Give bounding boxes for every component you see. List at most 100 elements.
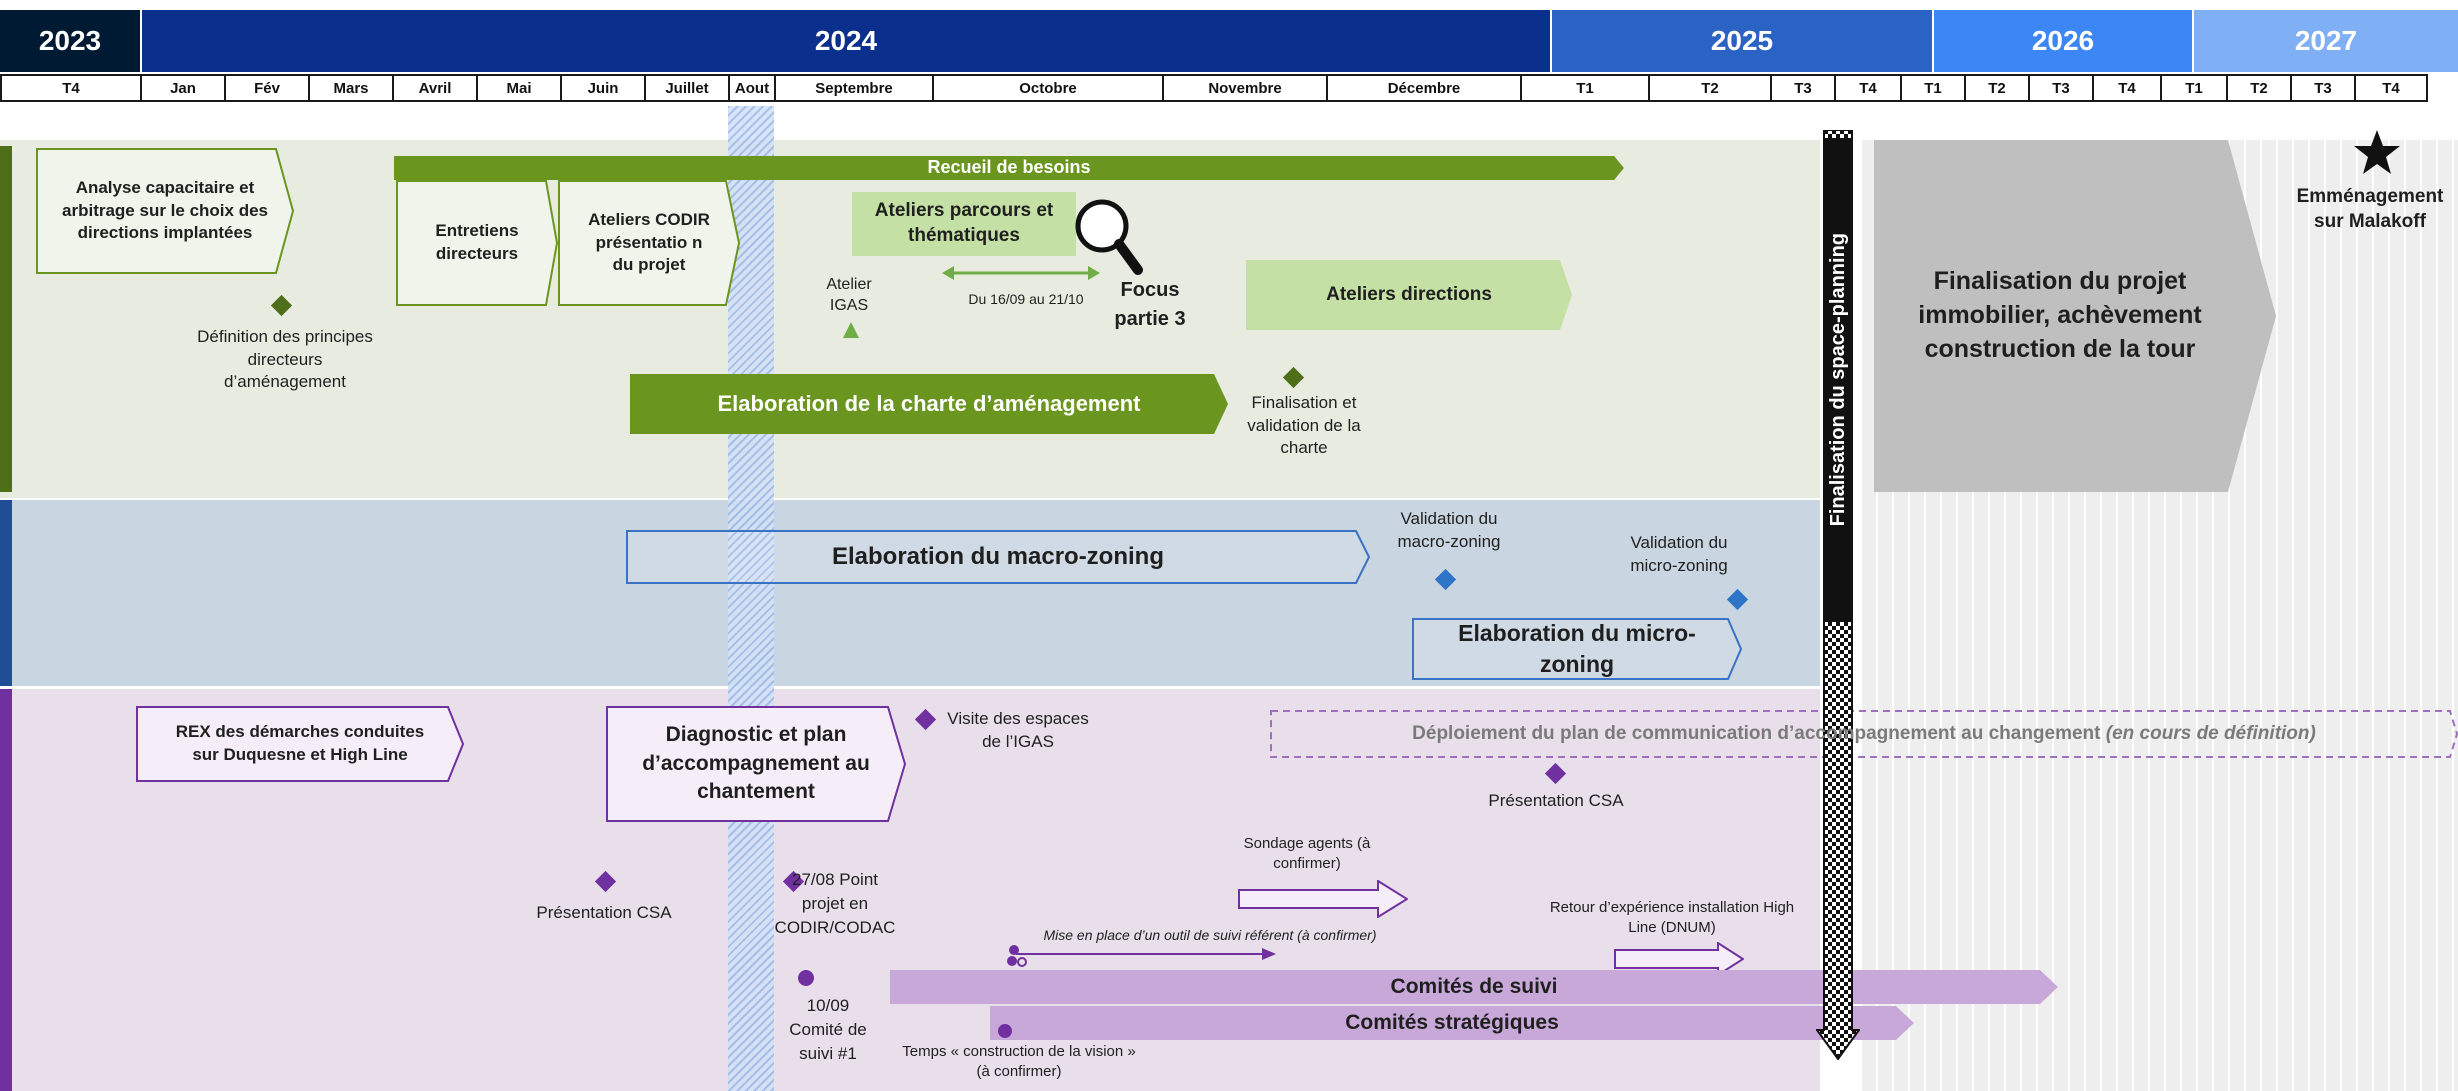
- visite-label: Visite des espaces de l’IGAS: [947, 709, 1089, 751]
- period-19: T3: [2030, 74, 2094, 102]
- mise-en-place-label: Mise en place d’un outil de suivi référe…: [980, 926, 1440, 945]
- comites-strategiques-label: Comités stratégiques: [1345, 1011, 1559, 1035]
- period-1: Jan: [142, 74, 226, 102]
- chevron-shape: [1246, 260, 1572, 330]
- du-1609-label: Du 16/09 au 21/10: [968, 291, 1084, 307]
- chevron-shape: [36, 148, 294, 274]
- year-2024: 2024: [142, 10, 1552, 72]
- emmenagement-label: Emménagement sur Malakoff: [2296, 186, 2444, 233]
- recueil-besoins-bar: Recueil de besoins: [394, 156, 1624, 180]
- point-projet-label: 27/08 Point projet en CODIR/CODAC: [774, 870, 896, 937]
- year-2023: 2023: [0, 10, 142, 72]
- chevron-shape: [606, 706, 906, 822]
- period-14: T2: [1650, 74, 1772, 102]
- igas-triangle-marker: [843, 322, 859, 338]
- ateliers-directions-chevron: Ateliers directions: [1246, 260, 1572, 330]
- period-16: T4: [1836, 74, 1902, 102]
- chevron-shape: [558, 180, 740, 306]
- sondage-arrow: [1238, 880, 1408, 918]
- period-18: T2: [1966, 74, 2030, 102]
- period-7: Juillet: [646, 74, 730, 102]
- arrow-shape: [1874, 140, 2276, 492]
- arrow-shape: [1412, 618, 1742, 680]
- ateliers-codir-label: Ateliers CODIR présentatio n du projet: [588, 210, 710, 275]
- period-10: Octobre: [934, 74, 1164, 102]
- deploiement-label: Déploiement du plan de communication d’a…: [1412, 723, 2101, 745]
- august-marker: [728, 106, 774, 1091]
- arrow-shape: [630, 374, 1228, 434]
- period-24: T4: [2356, 74, 2428, 102]
- period-8: Aout: [730, 74, 776, 102]
- arrow-shape: [890, 970, 2058, 1004]
- diagnostic-chevron: Diagnostic et plan d’accompagnement au c…: [606, 706, 906, 822]
- entretiens-directeurs-chevron: Entretiens directeurs: [396, 180, 558, 306]
- validation-macro-label: Validation du macro-zoning: [1397, 509, 1501, 551]
- ateliers-directions-label: Ateliers directions: [1326, 284, 1492, 306]
- band-tab-green: [0, 146, 12, 492]
- temps-label: Temps « construction de la vision » (à c…: [902, 1043, 1136, 1080]
- period-2: Fév: [226, 74, 310, 102]
- period-22: T2: [2228, 74, 2292, 102]
- deploiement-plan-arrow: Déploiement du plan de communication d’a…: [1270, 710, 2458, 758]
- focus-label: Focus partie 3: [1114, 279, 1186, 330]
- arrow-shape: [626, 530, 1370, 584]
- sondage-label: Sondage agents (à confirmer): [1243, 835, 1371, 872]
- recueil-label: Recueil de besoins: [927, 157, 1091, 178]
- definition-label: Définition des principes directeurs d’am…: [197, 327, 373, 392]
- ateliers-parcours-label: Ateliers parcours et thématiques: [874, 200, 1054, 246]
- validation-micro-label: Validation du micro-zoning: [1630, 533, 1728, 575]
- deploiement-italic-label: (en cours de définition): [2105, 723, 2316, 745]
- finalisation-projet-arrow: Finalisation du projet immobilier, achèv…: [1874, 140, 2276, 492]
- micro-zoning-label: Elaboration du micro-zoning: [1458, 620, 1696, 677]
- year-label: 2023: [38, 25, 102, 56]
- atelier-igas-label: Atelier IGAS: [826, 276, 872, 315]
- rex-chevron: REX des démarches conduites sur Duquesne…: [136, 706, 464, 782]
- year-2025: 2025: [1552, 10, 1934, 72]
- period-17: T1: [1902, 74, 1966, 102]
- rex-label: REX des démarches conduites sur Duquesne…: [175, 722, 425, 764]
- ateliers-codir-chevron: Ateliers CODIR présentatio n du projet: [558, 180, 740, 306]
- charte-amenagement-arrow: Elaboration de la charte d’aménagement: [630, 374, 1228, 434]
- comites-strategiques-arrow: Comités stratégiques: [990, 1006, 1914, 1040]
- temps-dot: [998, 1024, 1012, 1038]
- mise-en-place-text: Mise en place d’un outil de suivi référe…: [1043, 927, 1377, 943]
- finalisation-projet-label: Finalisation du projet immobilier, achèv…: [1918, 267, 2202, 363]
- comites-suivi-arrow: Comités de suivi: [890, 970, 2058, 1004]
- period-3: Mars: [310, 74, 394, 102]
- star-icon: [2354, 130, 2400, 174]
- band-tab-purple: [0, 689, 12, 1091]
- analyse-label: Analyse capacitaire et arbitrage sur le …: [62, 178, 268, 243]
- finalisation-charte-label: Finalisation et validation de la charte: [1247, 393, 1361, 458]
- mise-en-place-line: [1007, 945, 1276, 967]
- period-0: T4: [0, 74, 142, 102]
- charte-label: Elaboration de la charte d’aménagement: [717, 391, 1141, 417]
- chevron-shape: [136, 706, 464, 782]
- magnifier-icon: [1075, 199, 1143, 275]
- retour-label: Retour d’expérience installation High Li…: [1549, 899, 1795, 936]
- diagnostic-label: Diagnostic et plan d’accompagnement au c…: [642, 722, 870, 804]
- presentation-csa-left-label: Présentation CSA: [536, 903, 672, 922]
- period-11: Novembre: [1164, 74, 1328, 102]
- year-label: 2026: [2031, 25, 2095, 56]
- period-5: Mai: [478, 74, 562, 102]
- comite-suivi-1-label: 10/09 Comité de suivi #1: [789, 996, 867, 1063]
- period-6: Juin: [562, 74, 646, 102]
- bar-shape: [394, 156, 1624, 180]
- chevron-shape: [396, 180, 558, 306]
- year-label: 2024: [814, 25, 878, 56]
- year-label: 2025: [1710, 25, 1774, 56]
- year-2026: 2026: [1934, 10, 2194, 72]
- comite-suivi-1-dot: [798, 970, 814, 986]
- year-label: 2027: [2294, 25, 2358, 56]
- analyse-capacitaire-chevron: Analyse capacitaire et arbitrage sur le …: [36, 148, 294, 274]
- period-9: Septembre: [776, 74, 934, 102]
- arrow-shape: [1270, 710, 2458, 758]
- arrow-shape: [990, 1006, 1914, 1040]
- period-12: Décembre: [1328, 74, 1522, 102]
- micro-zoning-arrow: Elaboration du micro-zoning: [1412, 618, 1742, 680]
- period-double-arrow: [942, 266, 1100, 280]
- period-23: T3: [2292, 74, 2356, 102]
- period-15: T3: [1772, 74, 1836, 102]
- band-tab-blue: [0, 500, 12, 686]
- retour-arrow: [1614, 942, 1744, 976]
